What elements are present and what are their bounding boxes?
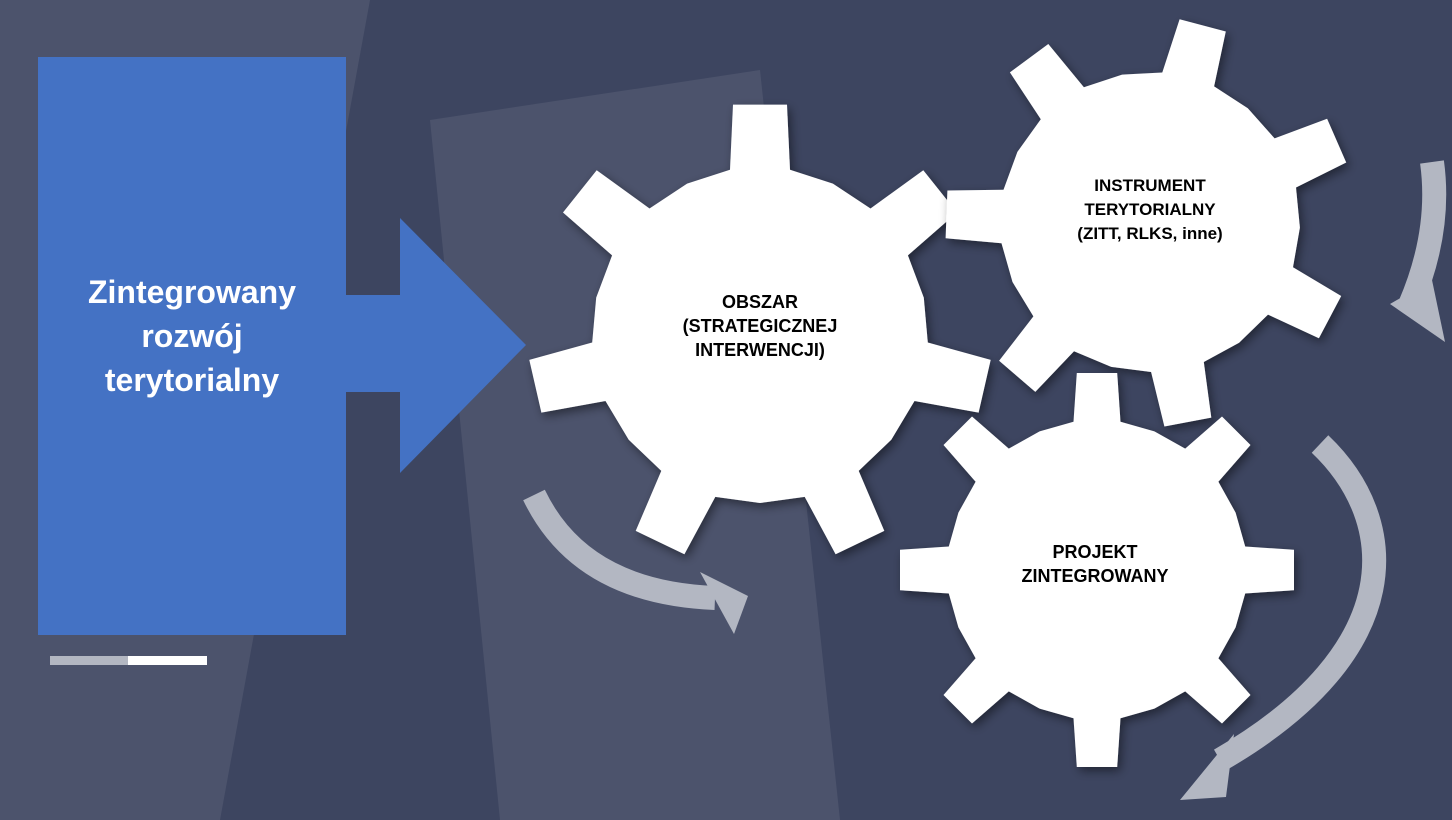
progress-segment-active — [128, 656, 207, 665]
progress-segment-inactive — [50, 656, 128, 665]
instrument-line-3: (ZITT, RLKS, inne) — [1077, 224, 1223, 243]
main-title-line-2: rozwój — [141, 318, 243, 354]
cycle-arrow-bottom-left-shaft — [523, 489, 716, 610]
projekt-line-1: PROJEKT — [1052, 542, 1138, 562]
main-box-title: Zintegrowany rozwój terytorialny — [38, 270, 346, 402]
main-title-line-1: Zintegrowany — [87, 274, 296, 310]
main-title-line-3: terytorialny — [104, 362, 280, 398]
instrument-line-2: TERYTORIALNY — [1084, 200, 1216, 219]
cycle-arrow-right-bottom-shaft — [1213, 435, 1387, 771]
gear-obszar — [529, 104, 991, 555]
gear-projekt — [900, 373, 1294, 767]
main-arrow — [300, 215, 526, 473]
gear-label-instrument: INSTRUMENT TERYTORIALNY (ZITT, RLKS, inn… — [1000, 174, 1300, 246]
projekt-line-2: ZINTEGROWANY — [1021, 566, 1169, 586]
gear-label-projekt: PROJEKT ZINTEGROWANY — [945, 540, 1245, 588]
cycle-arrow-right-top-head — [1390, 280, 1445, 342]
gear-label-obszar: OBSZAR (STRATEGICZNEJ INTERWENCJI) — [610, 290, 910, 362]
instrument-line-1: INSTRUMENT — [1094, 176, 1206, 195]
main-box — [38, 57, 346, 635]
obszar-line-1: OBSZAR — [722, 292, 798, 312]
cycle-arrow-right-bottom-head — [1180, 734, 1234, 800]
gear-instrument — [945, 19, 1347, 427]
cycle-arrow-bottom-left-head — [700, 572, 748, 634]
obszar-line-3: INTERWENCJI) — [695, 340, 825, 360]
obszar-line-2: (STRATEGICZNEJ — [682, 316, 838, 336]
